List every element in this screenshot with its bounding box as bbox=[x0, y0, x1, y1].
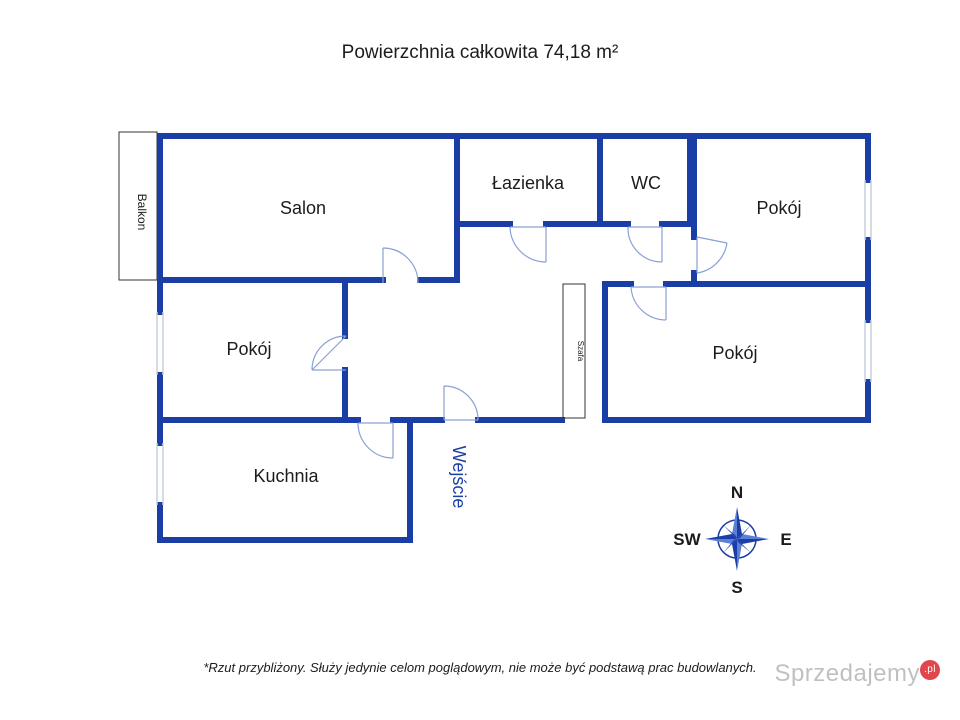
doors bbox=[311, 226, 728, 459]
disclaimer-note: *Rzut przybliżony. Służy jedynie celom p… bbox=[203, 660, 757, 675]
room-label-balkon: Balkon bbox=[135, 194, 149, 231]
room-label-lazienka: Łazienka bbox=[492, 173, 565, 193]
watermark-badge: .pl bbox=[920, 660, 940, 680]
room-label-pokoj-ne: Pokój bbox=[756, 198, 801, 218]
walls bbox=[157, 133, 871, 543]
compass-rose bbox=[705, 507, 769, 571]
windows bbox=[156, 180, 872, 505]
wardrobe bbox=[562, 283, 586, 419]
room-label-szafa: Szafa bbox=[576, 341, 585, 362]
compass-s: S bbox=[731, 578, 742, 597]
compass-n: N bbox=[731, 483, 743, 502]
compass-sw: SW bbox=[673, 530, 701, 549]
watermark-text: Sprzedajemy bbox=[774, 660, 920, 687]
entrance-label: Wejście bbox=[449, 446, 469, 509]
watermark-logo: Sprzedajemy.pl bbox=[774, 660, 940, 688]
room-label-kuchnia: Kuchnia bbox=[253, 466, 319, 486]
compass-e: E bbox=[780, 530, 791, 549]
room-label-salon: Salon bbox=[280, 198, 326, 218]
room-label-wc: WC bbox=[631, 173, 661, 193]
room-label-pokoj-e: Pokój bbox=[712, 343, 757, 363]
room-label-pokoj-w: Pokój bbox=[226, 339, 271, 359]
plan-title: Powierzchnia całkowita 74,18 m² bbox=[341, 42, 619, 63]
